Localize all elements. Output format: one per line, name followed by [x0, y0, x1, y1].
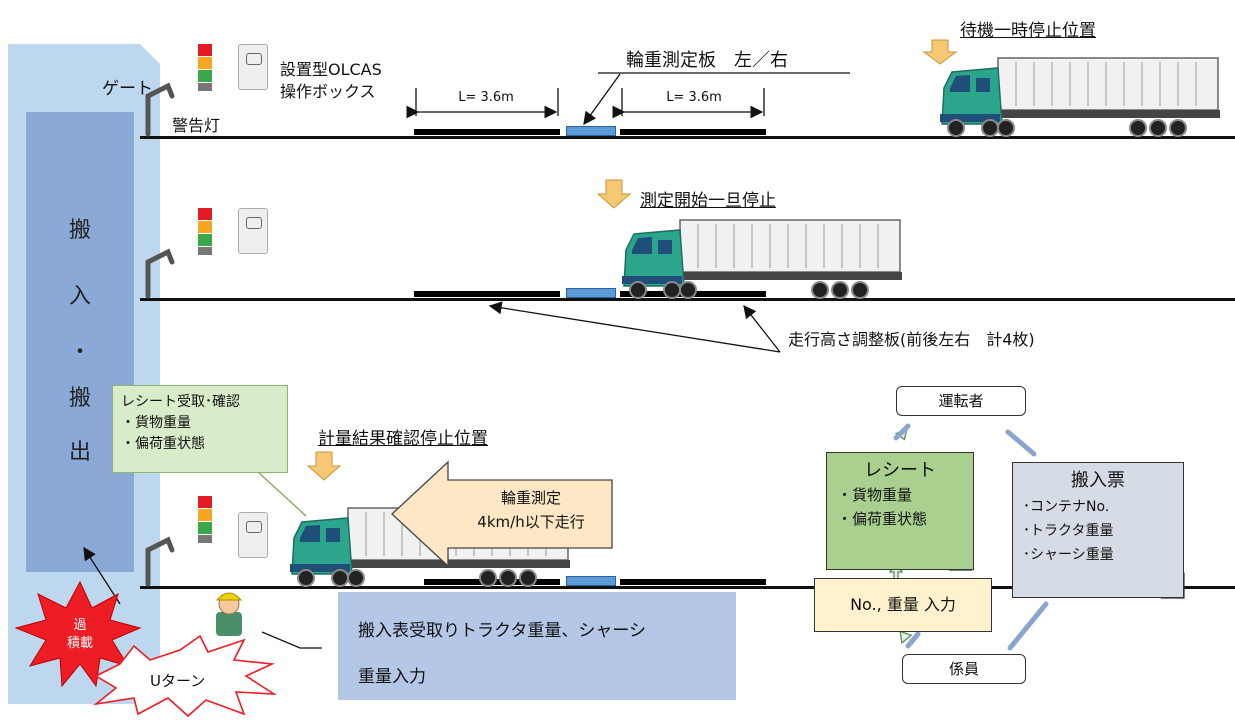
result-stop-label: 計量結果確認停止位置: [318, 429, 488, 449]
receipt-line: ・貨物重量: [837, 486, 913, 504]
measure-arrow-line: 4km/h以下走行: [477, 513, 585, 531]
length-left-label: L= 3.6m: [458, 90, 514, 105]
side-char: 搬: [68, 386, 91, 411]
olcas-box-icon: [238, 512, 268, 558]
olcas-box-icon: [238, 44, 268, 90]
wheel-plate: [566, 576, 616, 586]
side-char: 入: [68, 284, 91, 309]
side-char: 出: [68, 440, 91, 465]
gate-panel-notch: [140, 44, 160, 64]
driver-box: 運転者: [896, 386, 1026, 416]
length-right-label: L= 3.6m: [666, 90, 722, 105]
measure-arrow-label: 輪重測定 4km/h以下走行: [456, 486, 606, 534]
side-label-box: 搬 入 ・ 搬 出: [26, 112, 134, 572]
measure-stop-label: 測定開始一旦停止: [640, 191, 776, 211]
slip-line: ･シャーシ重量: [1023, 547, 1114, 563]
staff-input-note: 搬入表受取りトラクタ重量、シャーシ 重量入力: [338, 592, 736, 700]
receipt-box: レシート ・貨物重量 ・偏荷重状態: [826, 452, 974, 570]
slip-line: ･コンテナNo.: [1023, 499, 1110, 515]
wheel-plate: [566, 288, 616, 298]
uturn-label: Uターン: [150, 672, 206, 690]
road-lane-1: [140, 136, 1235, 139]
gate-barrier-icon: [145, 248, 175, 299]
slip-line: ･トラクタ重量: [1023, 523, 1114, 539]
note-line: レシート受取･確認: [121, 394, 240, 410]
height-plate: [414, 291, 560, 297]
height-plate: [620, 129, 766, 135]
wheel-plate: [566, 126, 616, 136]
worker-icon: [215, 592, 243, 636]
truck-icon: [939, 57, 1221, 137]
overload-label-2: 積載: [66, 636, 93, 651]
entry-box: No., 重量 入力: [814, 578, 992, 632]
staff-box: 係員: [902, 654, 1026, 684]
olcas-box-icon: [238, 208, 268, 254]
receipt-title: レシート: [864, 460, 936, 481]
overload-label-1: 過: [73, 618, 87, 633]
warning-light-icon: [198, 44, 212, 92]
note-line: ・貨物重量: [121, 415, 191, 431]
gate-barrier-icon: [145, 82, 175, 137]
gate-barrier-icon: [145, 536, 175, 587]
input-note-line: 搬入表受取りトラクタ重量、シャーシ: [358, 621, 646, 641]
measure-direction-arrow: [391, 460, 613, 568]
olcas-box-label-1: 設置型OLCAS: [280, 60, 382, 79]
stop-arrow-icon: [306, 451, 342, 481]
wait-stop-label: 待機一時停止位置: [960, 21, 1096, 41]
olcas-box-label-2: 操作ボックス: [280, 82, 376, 101]
height-plate: [620, 579, 766, 585]
stop-arrow-icon: [922, 39, 958, 65]
truck-icon: [621, 219, 903, 299]
overload-burst-icon: [14, 580, 142, 688]
note-line: ・偏荷重状態: [121, 436, 205, 452]
slip-title: 搬入票: [1071, 470, 1125, 491]
height-plate-label: 走行高さ調整板(前後左右 計4枚): [788, 330, 1035, 349]
receipt-line: ・偏荷重状態: [837, 510, 928, 528]
warning-light-icon: [198, 208, 212, 256]
side-char: ・: [68, 340, 91, 365]
stop-arrow-icon: [596, 179, 632, 209]
measure-arrow-line: 輪重測定: [500, 489, 561, 507]
height-plate: [414, 129, 560, 135]
side-char: 搬: [68, 218, 91, 243]
warning-light-label: 警告灯: [172, 116, 221, 135]
road-lane-3: [140, 586, 1235, 589]
wheel-plate-label: 輪重測定板 左／右: [626, 50, 788, 71]
road-lane-2: [140, 298, 1235, 301]
gate-label: ゲート: [102, 79, 153, 99]
input-note-line: 重量入力: [358, 667, 426, 687]
warning-light-icon: [198, 496, 212, 544]
receipt-check-note: レシート受取･確認 ・貨物重量 ・偏荷重状態: [112, 385, 288, 473]
delivery-slip-box: 搬入票 ･コンテナNo. ･トラクタ重量 ･シャーシ重量: [1012, 462, 1184, 598]
uturn-burst-icon: [93, 634, 277, 718]
